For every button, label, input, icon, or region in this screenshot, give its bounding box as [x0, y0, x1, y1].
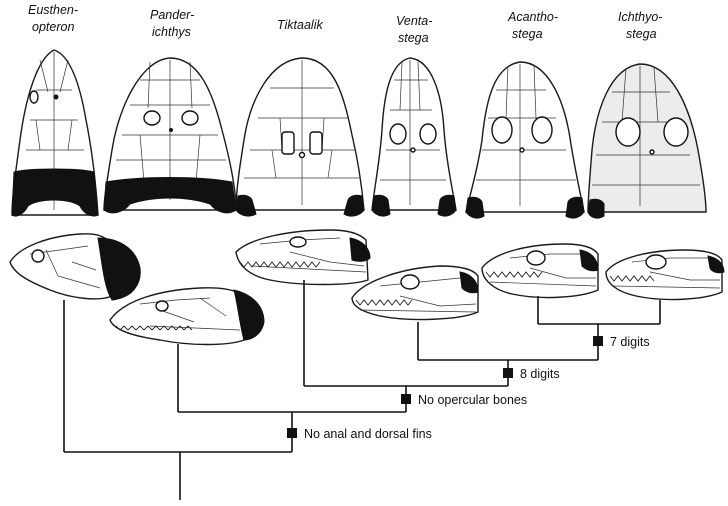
dorsal-skull-tiktaalik [236, 58, 364, 216]
lateral-skull-eusthenopteron [10, 234, 140, 300]
dorsal-skull-eusthenopteron [12, 50, 98, 216]
dorsal-skull-acanthostega [466, 62, 584, 218]
taxon-label-ventastega-1: Venta- [396, 14, 432, 28]
character-marker-7-digits [593, 336, 603, 346]
taxon-label-tiktaalik: Tiktaalik [277, 18, 323, 32]
character-label-7-digits: 7 digits [610, 335, 650, 349]
lateral-skull-acanthostega [482, 244, 598, 297]
character-label-8-digits: 8 digits [520, 367, 560, 381]
dorsal-skull-ichthyostega [588, 64, 706, 218]
dorsal-skull-ventastega [372, 58, 456, 216]
taxon-label-acanthostega-1: Acantho- [507, 10, 558, 24]
taxon-label-ichthyostega-2: stega [626, 27, 657, 41]
character-marker-8-digits [503, 368, 513, 378]
taxon-label-eusthenopteron-2: opteron [32, 20, 74, 34]
taxon-label-acanthostega-2: stega [512, 27, 543, 41]
taxon-label-panderichthys-2: ichthys [152, 25, 191, 39]
lateral-skull-ventastega [352, 266, 478, 319]
dorsal-skull-panderichthys [104, 58, 236, 213]
taxon-label-ventastega-2: stega [398, 31, 429, 45]
taxon-label-panderichthys-1: Pander- [150, 8, 194, 22]
character-label-no-opercular-bones: No opercular bones [418, 393, 527, 407]
lateral-skull-tiktaalik [236, 230, 370, 285]
character-marker-no-anal-dorsal-fins [287, 428, 297, 438]
taxon-label-ichthyostega-1: Ichthyo- [618, 10, 662, 24]
lateral-skull-ichthyostega [606, 250, 724, 299]
character-label-no-anal-dorsal-fins: No anal and dorsal fins [304, 427, 432, 441]
lateral-skull-panderichthys [110, 288, 264, 345]
taxon-label-eusthenopteron-1: Eusthen- [28, 3, 78, 17]
character-marker-no-opercular-bones [401, 394, 411, 404]
